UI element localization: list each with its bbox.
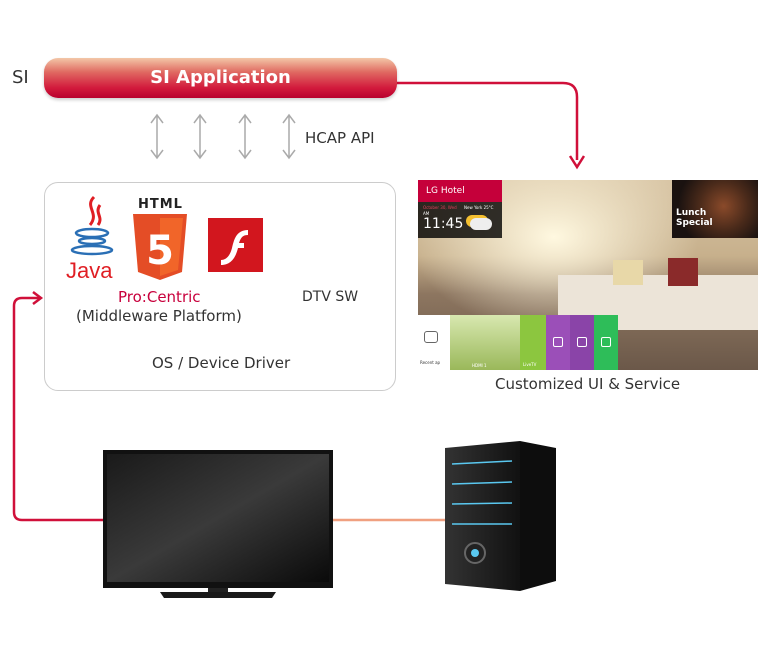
dtv-sw-label: DTV SW	[302, 289, 359, 305]
weather-text: New York 25°C	[464, 205, 494, 210]
recent-label: Recent ap	[420, 360, 441, 365]
hdmi-tile[interactable]: HDMI 1	[450, 315, 520, 370]
java-cup-icon	[70, 195, 114, 256]
java-logo-text: Java	[66, 258, 113, 283]
hotel-ui-screenshot: LG Hotel October 30, Wed New York 25°C A…	[418, 180, 758, 370]
html5-number: 5	[146, 228, 174, 274]
livetv-tile[interactable]: LiveTV	[520, 315, 546, 370]
dtv-software-box	[44, 182, 396, 391]
lunch-special-text: Lunch Special	[676, 208, 713, 228]
music-tile[interactable]	[546, 315, 570, 370]
music-icon	[553, 337, 563, 347]
lg-hotel-brand: LG Hotel	[418, 180, 502, 202]
flash-icon	[208, 218, 263, 272]
si-application-bar: SI Application	[44, 58, 397, 98]
hcap-arrows	[150, 113, 296, 160]
channel-icon	[601, 337, 611, 347]
html5-shield-icon: 5	[133, 214, 187, 280]
ampm-text: AM	[423, 211, 430, 216]
weather-icon	[470, 218, 492, 230]
os-driver-label: OS / Device Driver	[152, 354, 291, 372]
hdmi-label: HDMI 1	[472, 363, 487, 368]
lunch-special-promo	[672, 180, 758, 238]
si-to-screen-arrow	[397, 81, 579, 160]
si-label: SI	[12, 67, 29, 88]
clock-text: 11:45	[423, 216, 464, 232]
tv-to-box-arrow	[12, 296, 103, 522]
tv-image	[103, 450, 333, 598]
photo-icon	[577, 337, 587, 347]
procentric-label: Pro:Centric	[118, 288, 201, 306]
photo-tile[interactable]	[570, 315, 594, 370]
tv-icon	[424, 331, 438, 343]
server-image	[445, 441, 556, 591]
hcap-api-label: HCAP API	[305, 129, 375, 147]
channel-tile[interactable]	[594, 315, 618, 370]
html-label: HTML	[138, 197, 183, 212]
screen-caption: Customized UI & Service	[495, 375, 681, 393]
livetv-label: LiveTV	[523, 362, 537, 367]
date-text: October 30, Wed	[423, 205, 457, 210]
middleware-label: (Middleware Platform)	[76, 307, 242, 325]
recent-apps-tile[interactable]: Recent ap	[418, 315, 450, 370]
